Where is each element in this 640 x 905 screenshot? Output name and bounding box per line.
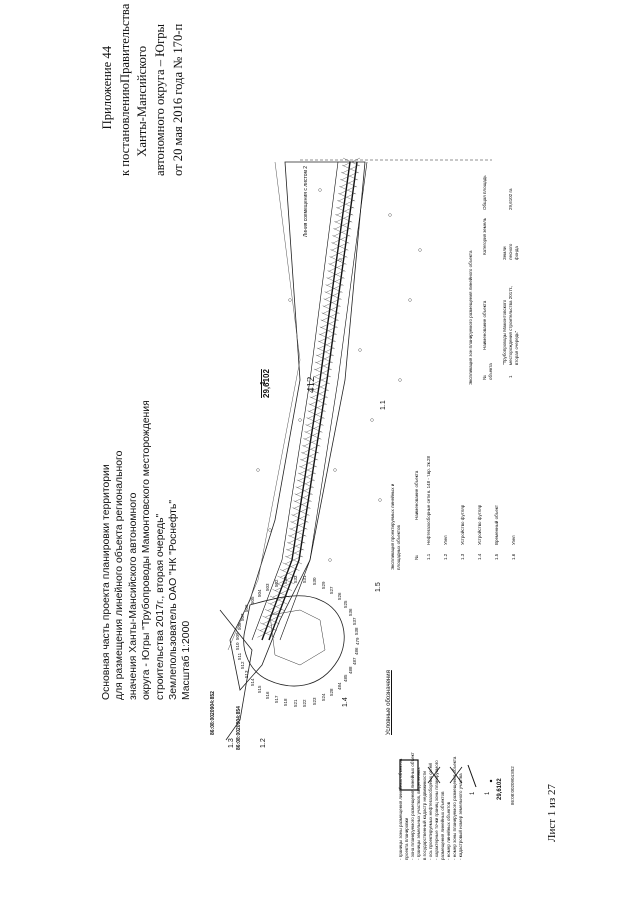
objects-row-name: Узел bbox=[443, 535, 448, 545]
zones-row-num: 1 bbox=[508, 375, 513, 378]
legend-title: Условные обозначения bbox=[386, 670, 392, 735]
cadastral-boundary bbox=[227, 161, 301, 651]
boundary-point-label: 524 bbox=[320, 693, 326, 701]
boundary-point-label: 523 bbox=[311, 697, 317, 705]
objects-row-name: Устройство футляр bbox=[460, 504, 465, 545]
boundary-point-label: 506 bbox=[244, 604, 250, 612]
zones-table-title: Экспликация зон планируемого размещения … bbox=[468, 250, 473, 385]
objects-row-num: 1.4 bbox=[477, 553, 482, 560]
boundary-point-label: 513 bbox=[244, 670, 250, 679]
boundary-point-label: 530 bbox=[311, 577, 317, 586]
boundary-point-label: 504 bbox=[257, 589, 263, 597]
boundary-point-label: 525 bbox=[342, 600, 348, 608]
boundary-point-label: 531 bbox=[302, 575, 308, 584]
boundary-point-label: 515 bbox=[257, 685, 263, 694]
objects-row-num: 1.2 bbox=[443, 553, 448, 560]
section-1-3: 1.3 bbox=[228, 738, 235, 748]
boundary-point-label: 503 bbox=[265, 583, 270, 592]
boundary-point-label: 532 bbox=[292, 575, 298, 584]
pipeline-hatched bbox=[251, 161, 368, 641]
objects-row-name: Временный объект bbox=[494, 505, 499, 545]
section-1-2: 1.2 bbox=[260, 738, 267, 748]
boundary-point-label: 537 bbox=[351, 617, 357, 626]
hatch-crosses bbox=[257, 157, 361, 638]
boundary-point-label: 479 bbox=[355, 637, 360, 645]
objects-row-name: Нефтегазосборные сети к. 148 - т.вр. 2к.… bbox=[426, 455, 431, 545]
boundary-point-label: 512 bbox=[239, 661, 245, 670]
boundary-point-label: 514 bbox=[250, 678, 256, 687]
boundary-point-label: 521 bbox=[292, 699, 298, 707]
boundary-point-label: 485 bbox=[342, 674, 348, 683]
boundary-point-label: 509 bbox=[235, 632, 241, 640]
zones-col-area: Общая площадь bbox=[482, 175, 487, 210]
section-1-5: 1.5 bbox=[375, 582, 382, 592]
section-1-4: 1.4 bbox=[342, 697, 349, 707]
section-1-1: 1.1 bbox=[380, 400, 387, 410]
boundary-point-label: 486 bbox=[354, 647, 360, 655]
boundary-point-label: 508 bbox=[236, 622, 242, 631]
boundary-point-label: 526 bbox=[336, 592, 342, 601]
zones-row-name: "Трубопроводы Мамонтовского месторождени… bbox=[502, 285, 519, 365]
boundary-point-label: 484 bbox=[336, 682, 342, 690]
objects-row-num: 1.5 bbox=[494, 553, 499, 560]
legend-symbols bbox=[399, 759, 493, 791]
legend-num-2: 1 bbox=[485, 791, 491, 795]
boundary-point-label: 510 bbox=[235, 642, 241, 650]
legend-item-11: - кадастровый номер земельного участка bbox=[458, 773, 463, 860]
parcel-area: 29,6102 bbox=[262, 369, 271, 398]
boundary-point-label: 488 bbox=[348, 666, 354, 674]
zones-col-name: Наименование объекта bbox=[482, 300, 487, 350]
branch-line bbox=[219, 609, 253, 741]
boundary-point-label: 522 bbox=[302, 699, 308, 707]
zones-row-cat: Земли лесного фонда bbox=[502, 243, 519, 260]
objects-row-num: 1.3 bbox=[460, 553, 465, 560]
boundary-point-label: 518 bbox=[282, 698, 288, 706]
objects-row-name: Устройство футляр bbox=[477, 504, 482, 545]
boundary-point-label: 528 bbox=[329, 688, 335, 697]
objects-table-title: Экспликация проектируемых линейных и пло… bbox=[390, 483, 401, 570]
legend-cadastral: 86:08:0020904:852 bbox=[510, 766, 515, 805]
objects-col-num: № bbox=[414, 555, 419, 560]
boundary-point-label: 529 bbox=[320, 581, 326, 589]
boundary-point-label: 536 bbox=[348, 608, 354, 617]
boundary-point-label: 516 bbox=[265, 691, 270, 699]
boundary-point-label: 527 bbox=[329, 586, 335, 594]
zones-row-area: 29,6102 га bbox=[508, 188, 513, 210]
objects-row-name: Узел bbox=[511, 535, 516, 545]
boundary-point-label: 502 bbox=[273, 579, 279, 588]
boundary-point-label: 505 bbox=[250, 596, 256, 604]
vegetation-marks bbox=[256, 188, 422, 562]
legend-num-1: 1 bbox=[470, 791, 476, 795]
objects-row-num: 1.6 bbox=[511, 553, 516, 560]
boundary-point-label: 507 bbox=[239, 613, 245, 621]
legend-text: - границы зоны размещения линейных объек… bbox=[398, 610, 464, 860]
boundary-point-label: 487 bbox=[351, 657, 357, 665]
match-line-label: Линия совмещения с листом 2 bbox=[303, 165, 309, 237]
zones-col-num: № объекта bbox=[482, 363, 493, 380]
junction-area bbox=[243, 595, 345, 687]
cadastral-number-2: 86:08:0020904:854 bbox=[236, 706, 242, 750]
zone-boundary bbox=[229, 161, 366, 691]
objects-row-num: 1.1 bbox=[426, 553, 431, 560]
boundary-point-label: 538 bbox=[354, 627, 360, 636]
zones-col-cat: Категория земель bbox=[482, 217, 487, 255]
legend-area: 29,6102 bbox=[497, 778, 503, 800]
cadastral-number-1: 86:08:0020904:852 bbox=[210, 691, 216, 735]
boundary-point-label: 511 bbox=[236, 652, 242, 660]
objects-col-name: Наименование объекта bbox=[414, 470, 419, 520]
junction-inner bbox=[269, 609, 326, 666]
boundary-point-label: 517 bbox=[273, 695, 279, 703]
boundary-point-label: 533 bbox=[282, 576, 288, 585]
